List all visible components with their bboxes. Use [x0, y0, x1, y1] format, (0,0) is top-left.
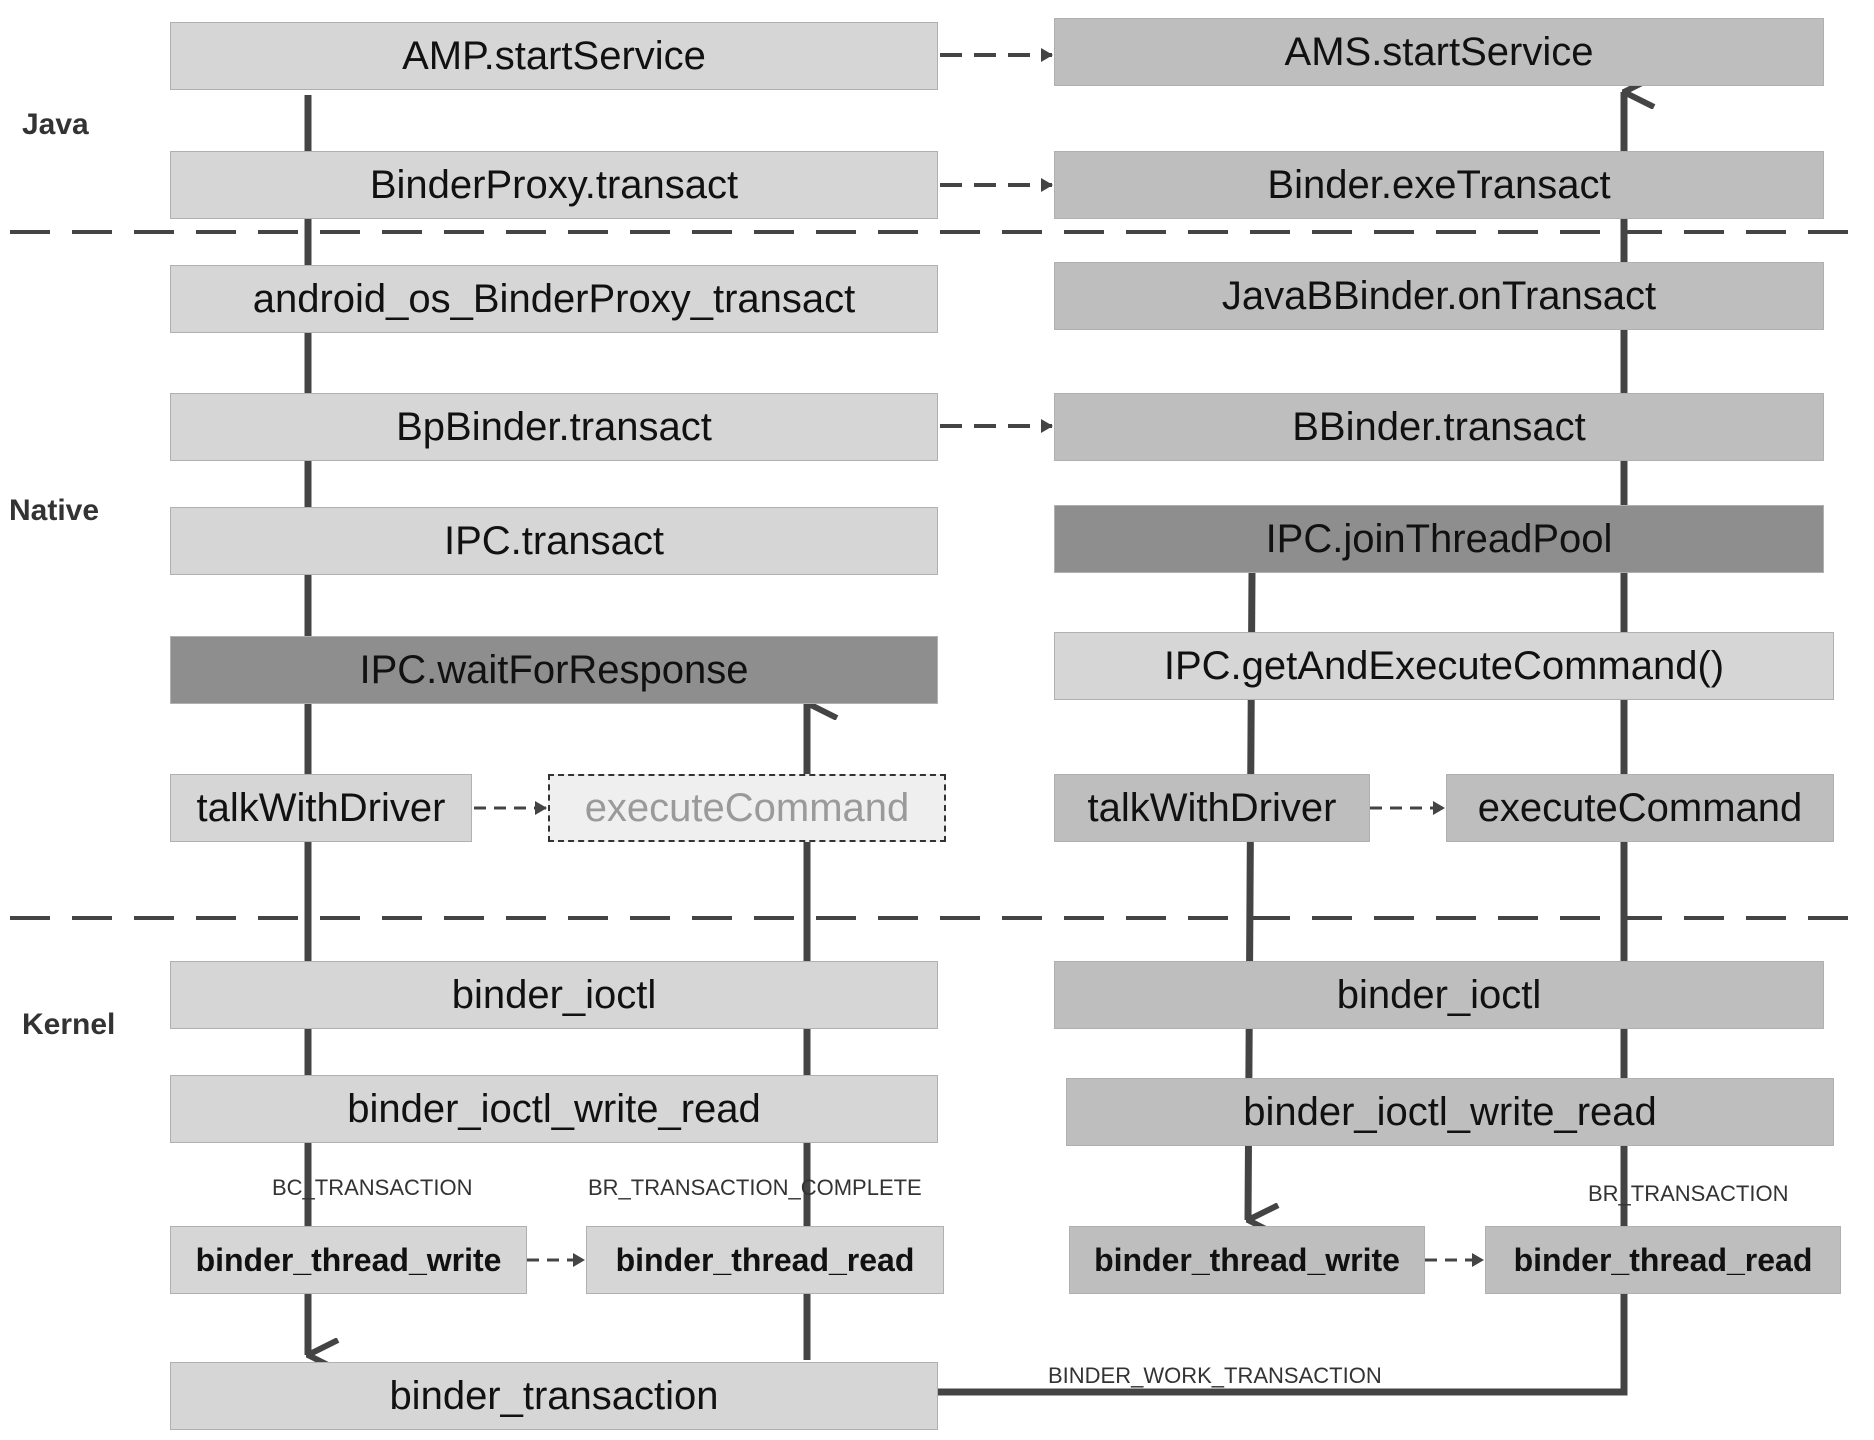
binder-transaction-box: binder_transaction	[170, 1362, 938, 1430]
ipc-wait-for-response-box: IPC.waitForResponse	[170, 636, 938, 704]
client-binder-thread-read-box: binder_thread_read	[586, 1226, 944, 1294]
native-layer-label: Native	[9, 494, 100, 527]
client-execute-command-box: executeCommand	[548, 774, 946, 842]
ams-start-service-box: AMS.startService	[1054, 18, 1824, 86]
java-layer-label: Java	[22, 108, 89, 141]
bpbinder-transact-box: BpBinder.transact	[170, 393, 938, 461]
server-binder-thread-write-box: binder_thread_write	[1069, 1226, 1425, 1294]
ipc-join-thread-pool-box: IPC.joinThreadPool	[1054, 505, 1824, 573]
client-talk-with-driver-box: talkWithDriver	[170, 774, 472, 842]
kernel-layer-label: Kernel	[22, 1008, 116, 1041]
client-binder-ioctl-box: binder_ioctl	[170, 961, 938, 1029]
bc-transaction-label: BC_TRANSACTION	[272, 1175, 473, 1200]
server-talk-with-driver-box: talkWithDriver	[1054, 774, 1370, 842]
server-binder-thread-read-box: binder_thread_read	[1485, 1226, 1841, 1294]
bbinder-transact-box: BBinder.transact	[1054, 393, 1824, 461]
binder-work-transaction-label: BINDER_WORK_TRANSACTION	[1048, 1363, 1382, 1388]
client-binder-thread-write-box: binder_thread_write	[170, 1226, 527, 1294]
ipc-get-and-execute-command-box: IPC.getAndExecuteCommand()	[1054, 632, 1834, 700]
javabbinder-on-transact-box: JavaBBinder.onTransact	[1054, 262, 1824, 330]
server-binder-ioctl-write-read-box: binder_ioctl_write_read	[1066, 1078, 1834, 1146]
br-transaction-complete-label: BR_TRANSACTION_COMPLETE	[588, 1175, 922, 1200]
binder-exe-transact-box: Binder.exeTransact	[1054, 151, 1824, 219]
ipc-transact-box: IPC.transact	[170, 507, 938, 575]
client-binder-ioctl-write-read-box: binder_ioctl_write_read	[170, 1075, 938, 1143]
server-execute-command-box: executeCommand	[1446, 774, 1834, 842]
br-transaction-label: BR_TRANSACTION	[1588, 1181, 1789, 1206]
binder-proxy-transact-box: BinderProxy.transact	[170, 151, 938, 219]
amp-start-service-box: AMP.startService	[170, 22, 938, 90]
server-binder-ioctl-box: binder_ioctl	[1054, 961, 1824, 1029]
android-os-binderproxy-transact-box: android_os_BinderProxy_transact	[170, 265, 938, 333]
